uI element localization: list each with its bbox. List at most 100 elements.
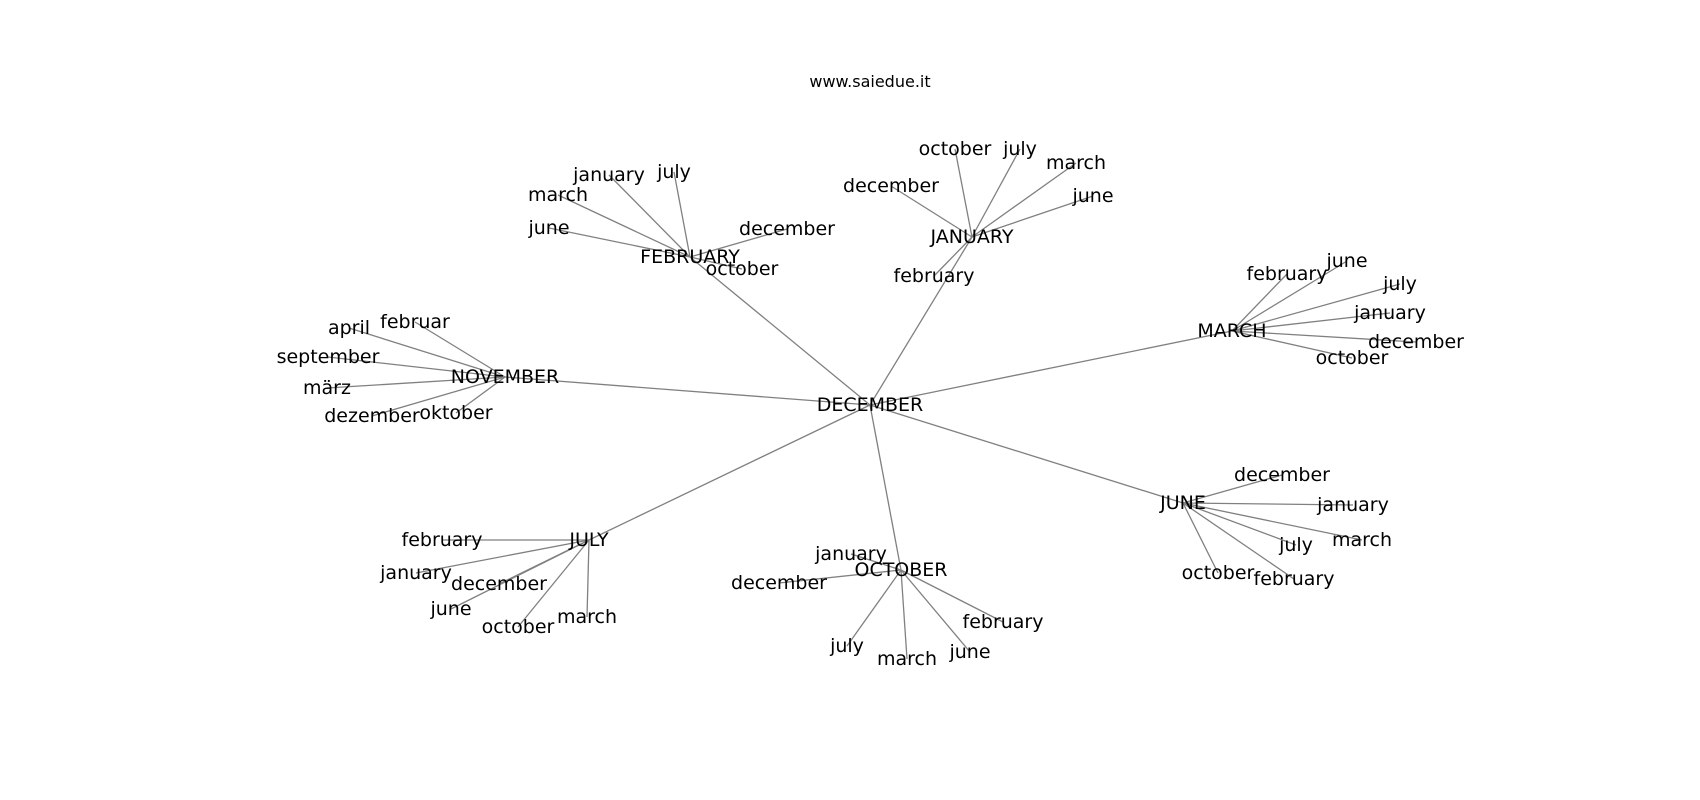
leaf-node-february-january: january bbox=[572, 164, 645, 186]
edge-january-december bbox=[890, 185, 973, 238]
leaf-node-october-march: march bbox=[877, 648, 937, 670]
leaf-node-march-february: february bbox=[1247, 263, 1328, 285]
leaf-node-january-march: march bbox=[1046, 152, 1106, 174]
leaf-node-june-january: january bbox=[1316, 494, 1389, 516]
edge-march-october bbox=[1231, 330, 1353, 359]
edge-june-december bbox=[1182, 474, 1283, 504]
edge-july-january bbox=[415, 539, 590, 574]
edge-root-july bbox=[588, 404, 871, 541]
leaf-node-march-july: july bbox=[1382, 273, 1417, 295]
leaf-node-march-january: january bbox=[1353, 302, 1426, 324]
leaf-node-november-dezember: dezember bbox=[324, 405, 420, 427]
leaf-node-november-februar: februar bbox=[380, 311, 450, 333]
leaf-node-march-june: june bbox=[1325, 250, 1367, 272]
leaf-node-october-february: february bbox=[963, 611, 1044, 633]
leaf-node-june-july: july bbox=[1278, 534, 1313, 556]
leaf-node-july-march: march bbox=[557, 606, 617, 628]
edge-november-dezember bbox=[371, 376, 506, 417]
leaf-node-june-march: march bbox=[1332, 529, 1392, 551]
edge-october-january bbox=[850, 553, 902, 571]
edge-june-march bbox=[1182, 502, 1363, 541]
hub-node-november: NOVEMBER bbox=[451, 366, 559, 388]
edge-february-december bbox=[689, 228, 788, 258]
leaf-node-october-june: june bbox=[948, 641, 990, 663]
edge-november-april bbox=[348, 327, 506, 378]
leaf-node-june-february: february bbox=[1254, 568, 1335, 590]
edge-march-december bbox=[1231, 330, 1417, 343]
edge-root-february bbox=[689, 256, 871, 406]
leaf-node-july-december: december bbox=[451, 573, 547, 595]
edge-june-october bbox=[1182, 502, 1219, 574]
hub-node-february: FEBRUARY bbox=[640, 246, 740, 268]
edge-february-october bbox=[689, 256, 743, 270]
edge-february-july bbox=[673, 171, 691, 258]
leaf-node-november-oktober: oktober bbox=[419, 402, 492, 424]
leaf-node-november-marz: märz bbox=[303, 377, 351, 399]
edge-october-june bbox=[900, 569, 971, 653]
leaf-node-july-june: june bbox=[429, 598, 471, 620]
edges-layer bbox=[326, 148, 1417, 660]
page-title: www.saiedue.it bbox=[809, 72, 930, 91]
leaf-node-october-july: july bbox=[829, 635, 864, 657]
edge-july-march bbox=[586, 539, 590, 618]
edge-january-february bbox=[933, 236, 973, 277]
leaf-node-june-december: december bbox=[1234, 464, 1330, 486]
edge-january-july bbox=[971, 148, 1021, 238]
edge-january-march bbox=[971, 162, 1077, 238]
edge-november-september bbox=[327, 356, 506, 378]
leaf-node-october-january: january bbox=[814, 543, 887, 565]
leaf-node-january-july: july bbox=[1002, 138, 1037, 160]
leaf-node-january-october: october bbox=[919, 138, 992, 160]
edge-february-june bbox=[548, 227, 691, 258]
leaf-node-march-december: december bbox=[1368, 331, 1464, 353]
root-node-label: DECEMBER bbox=[817, 394, 924, 416]
edge-november-marz bbox=[326, 376, 506, 389]
edge-march-january bbox=[1231, 312, 1391, 332]
leaf-node-october-december: december bbox=[731, 572, 827, 594]
leaf-node-july-october: october bbox=[482, 616, 555, 638]
edge-june-february bbox=[1182, 502, 1295, 580]
leaf-node-february-october: october bbox=[706, 258, 779, 280]
leaf-node-february-july: july bbox=[656, 161, 691, 183]
edge-root-november bbox=[504, 376, 871, 406]
edge-july-october bbox=[517, 539, 590, 628]
edge-november-februar bbox=[414, 321, 506, 378]
leaf-node-february-june: june bbox=[527, 217, 569, 239]
leaf-node-february-march: march bbox=[528, 184, 588, 206]
hub-node-june: JUNE bbox=[1159, 492, 1206, 514]
edge-february-march bbox=[557, 194, 691, 258]
leaf-node-july-january: january bbox=[379, 562, 452, 584]
leaf-node-february-december: december bbox=[739, 218, 835, 240]
edge-june-july bbox=[1182, 502, 1297, 546]
edge-march-february bbox=[1231, 273, 1288, 332]
edge-october-july bbox=[846, 569, 902, 647]
edge-october-february bbox=[900, 569, 1004, 623]
edge-october-march bbox=[900, 569, 908, 660]
edge-root-march bbox=[869, 330, 1233, 406]
edge-october-december bbox=[778, 569, 902, 584]
hub-node-january: JANUARY bbox=[930, 226, 1014, 248]
edge-root-june bbox=[869, 404, 1184, 504]
hub-node-july: JULY bbox=[568, 529, 609, 551]
edge-march-june bbox=[1231, 260, 1348, 332]
leaf-node-november-september: september bbox=[277, 346, 380, 368]
hub-node-october: OCTOBER bbox=[854, 559, 947, 581]
edge-january-october bbox=[954, 148, 973, 238]
leaf-node-march-october: october bbox=[1316, 347, 1389, 369]
edge-february-january bbox=[608, 174, 691, 258]
leaf-node-july-february: february bbox=[402, 529, 483, 551]
leaf-node-june-october: october bbox=[1182, 562, 1255, 584]
edge-root-october bbox=[869, 404, 902, 571]
edge-march-july bbox=[1231, 283, 1401, 332]
hub-node-march: MARCH bbox=[1197, 320, 1266, 342]
leaf-node-january-february: february bbox=[894, 265, 975, 287]
edge-root-january bbox=[869, 236, 973, 406]
edge-june-january bbox=[1182, 502, 1354, 506]
edge-july-june bbox=[450, 539, 590, 610]
leaf-node-january-june: june bbox=[1071, 185, 1113, 207]
leaf-node-january-december: december bbox=[843, 175, 939, 197]
leaf-node-november-april: april bbox=[328, 317, 370, 339]
edge-january-june bbox=[971, 195, 1094, 238]
